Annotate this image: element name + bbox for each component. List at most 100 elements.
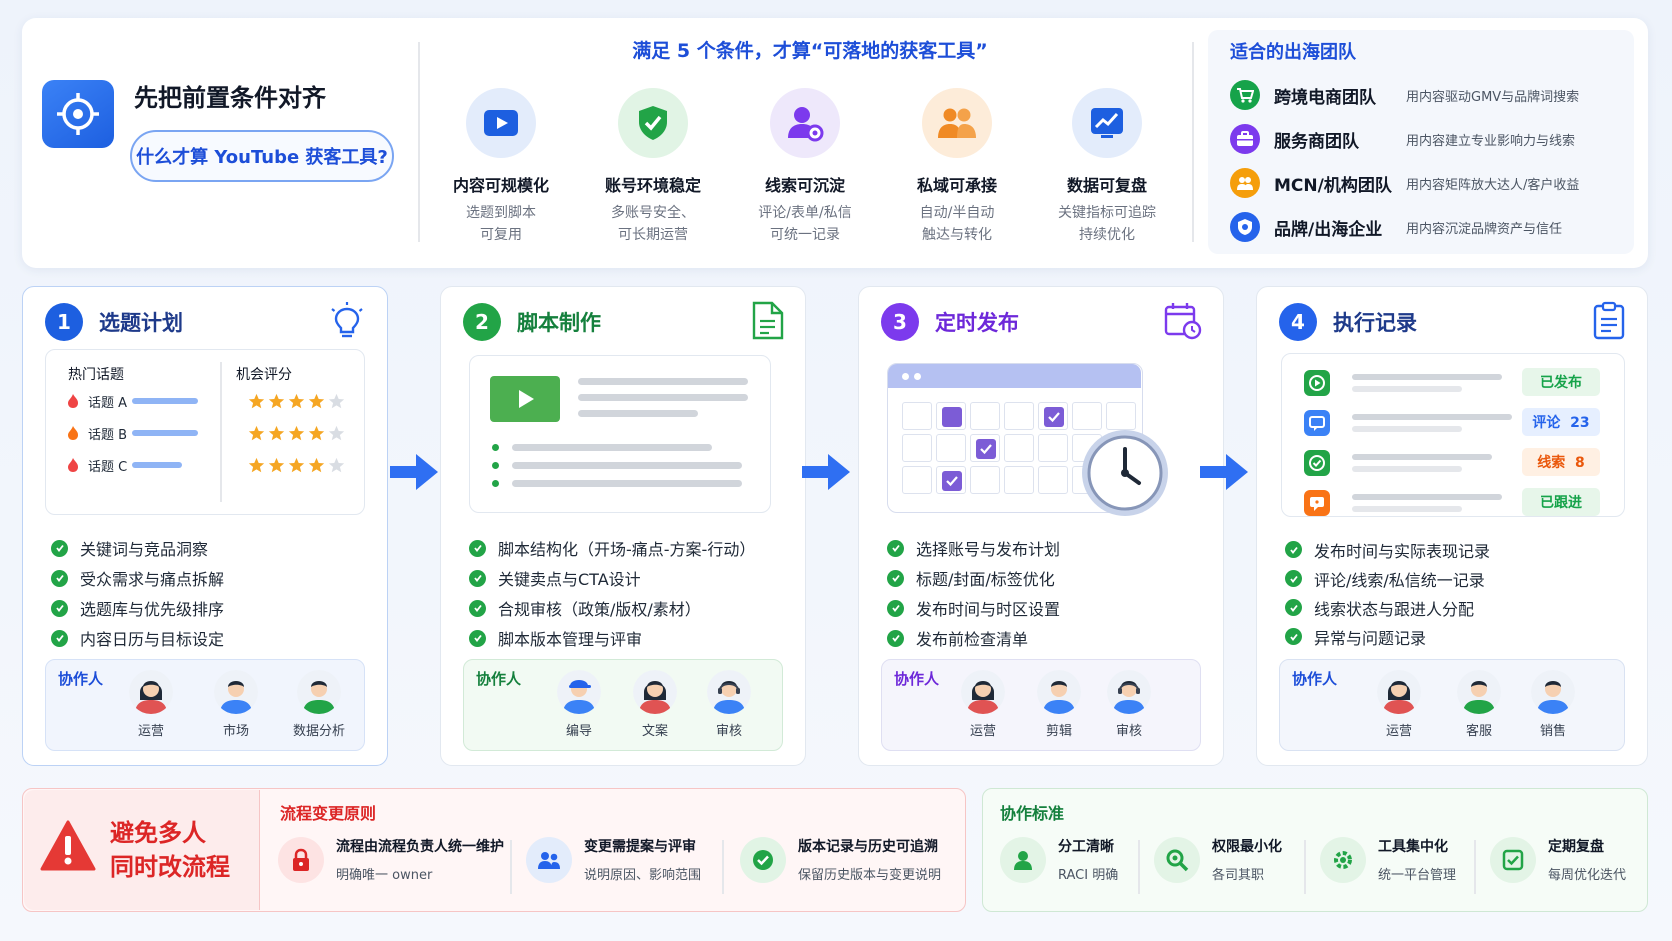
avatar [1377, 670, 1421, 714]
check-icon [51, 629, 68, 647]
bullet-dot [492, 462, 499, 469]
checked-day-icon [976, 439, 996, 459]
divider [220, 362, 222, 502]
collaborator: 审核 [1094, 670, 1164, 739]
text-line [1352, 374, 1502, 380]
collaborator: 运营 [948, 670, 1018, 739]
calendar-cell [1004, 434, 1034, 462]
team-name: 服务商团队 [1274, 131, 1359, 152]
collab-label: 协作人 [1292, 670, 1338, 688]
calendar-cell [1038, 434, 1068, 462]
avatar [1531, 670, 1575, 714]
criterion-desc: 自动/半自动 触达与转化 [919, 205, 995, 243]
comment-record-icon [1304, 410, 1330, 436]
step-title: 脚本制作 [517, 311, 601, 335]
collab-label: 协作人 [476, 670, 522, 688]
col-header-topics: 热门话题 [68, 367, 124, 383]
col-header-score: 机会评分 [236, 367, 292, 383]
collaborators-panel: 协作人 运营 市场 数据分析 [45, 659, 365, 751]
prereq-title: 先把前置条件对齐 [134, 84, 326, 112]
text-line [578, 394, 748, 401]
fire-icon [68, 426, 78, 440]
team-row: 服务商团队 用内容建立专业影响力与线索 [1230, 122, 1575, 156]
prereq-question-pill: 什么才算 YouTube 获客工具? [130, 130, 394, 182]
avatar [557, 670, 601, 714]
bullet-item: 标题/封面/标签优化 [887, 563, 1060, 593]
calendar-cell [902, 466, 932, 494]
arrow-right-icon [390, 452, 440, 496]
video-icon [466, 88, 536, 158]
team-desc: 用内容沉淀品牌资产与信任 [1406, 221, 1563, 237]
collaborators-panel: 协作人 运营 客服 销售 [1279, 659, 1625, 751]
step-card-script: 2 脚本制作 脚本结构化（开场-痛点-方案-行动） 关键卖点与CTA设计 合规审… [440, 286, 806, 766]
bullet-dot [492, 480, 499, 487]
avatar [214, 670, 258, 714]
divider [1304, 840, 1306, 894]
check-record-icon [1304, 450, 1330, 476]
text-line [1352, 414, 1512, 420]
checked-day-icon [942, 471, 962, 491]
bullet-item: 异常与问题记录 [1285, 622, 1490, 651]
bullet-item: 发布时间与时区设置 [887, 593, 1060, 623]
topic-bar [132, 462, 182, 468]
collaborators-panel: 协作人 运营 剪辑 审核 [881, 659, 1201, 751]
divider [1138, 840, 1140, 894]
step-title: 选题计划 [99, 311, 183, 335]
topic-label: 话题 C [88, 459, 128, 475]
standard-item: 权限最小化各司其职 [1154, 836, 1282, 883]
fire-icon [68, 394, 78, 408]
avatar [297, 670, 341, 714]
collab-label: 协作人 [894, 670, 940, 688]
calendar-cell [902, 434, 932, 462]
status-badge: 已发布 [1522, 368, 1600, 396]
text-line [1352, 506, 1462, 512]
criteria-title: 满足 5 个条件，才算“可落地的获客工具” [632, 40, 988, 62]
text-line [512, 444, 712, 451]
target-icon [42, 80, 114, 148]
check-icon [1285, 541, 1302, 558]
collaborator: 运营 [1364, 670, 1434, 739]
clipboard-icon [1591, 301, 1627, 345]
star-icon [288, 393, 305, 408]
check-icon [469, 599, 486, 617]
step-bullets: 发布时间与实际表现记录 评论/线索/私信统一记录 线索状态与跟进人分配 异常与问… [1285, 535, 1490, 651]
avatar [1107, 670, 1151, 714]
calendar-cell [936, 402, 966, 430]
bullet-item: 关键词与竞品洞察 [51, 533, 224, 563]
avatar [1457, 670, 1501, 714]
step-bullets: 关键词与竞品洞察 受众需求与痛点拆解 选题库与优先级排序 内容日历与目标设定 [51, 533, 224, 653]
text-line [1352, 426, 1462, 432]
avatar [633, 670, 677, 714]
team-panel [1208, 30, 1634, 254]
collab-standards-panel [982, 788, 1648, 912]
document-icon [749, 301, 785, 345]
check-circle-icon [740, 836, 786, 883]
avatar [1037, 670, 1081, 714]
criterion-desc: 选题到脚本 可复用 [466, 205, 536, 243]
badge-icon [1230, 212, 1260, 242]
standard-item: 工具集中化统一平台管理 [1320, 836, 1456, 883]
topic-label: 话题 A [88, 395, 128, 411]
calendar-cell [936, 434, 966, 462]
bullet-item: 发布前检查清单 [887, 623, 1060, 653]
bullet-item: 选题库与优先级排序 [51, 593, 224, 623]
star-icon [308, 393, 325, 408]
criterion-stable: 账号环境稳定 多账号安全、 可长期运营 [578, 88, 728, 246]
check-icon [51, 599, 68, 617]
bullet-dot [492, 444, 499, 451]
bullet-item: 关键卖点与CTA设计 [469, 563, 755, 593]
rule-item: 版本记录与历史可追溯保留历史版本与变更说明 [740, 836, 941, 883]
step-bullets: 选择账号与发布计划 标题/封面/标签优化 发布时间与时区设置 发布前检查清单 [887, 533, 1060, 653]
text-line [1352, 466, 1462, 472]
bullet-item: 受众需求与痛点拆解 [51, 563, 224, 593]
step-number: 4 [1279, 303, 1317, 341]
check-icon [1285, 570, 1302, 587]
text-line [1352, 494, 1502, 500]
check-icon [469, 629, 486, 647]
collab-label: 协作人 [58, 670, 104, 688]
calendar-cell [1004, 466, 1034, 494]
window-dot [902, 373, 909, 380]
